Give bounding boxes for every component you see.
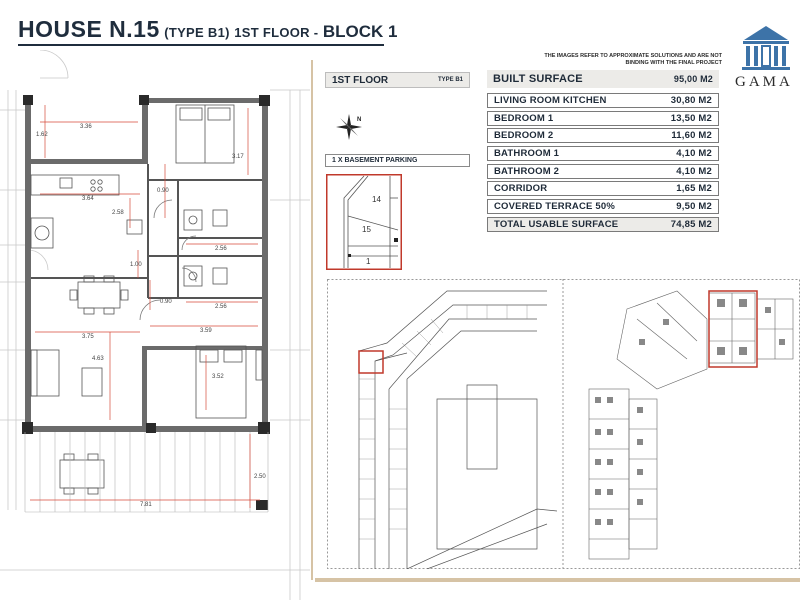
room-label: BATHROOM 2: [494, 165, 560, 177]
key-plan-detail: 14 15 1: [326, 174, 402, 270]
room-label: BATHROOM 1: [494, 148, 560, 160]
room-label: CORRIDOR: [494, 183, 548, 195]
room-value: 4,10 M2: [676, 148, 712, 160]
dim-label: 3.59: [200, 328, 212, 334]
dim-label: 2.58: [112, 210, 124, 216]
dim-label: 1.00: [130, 262, 142, 268]
dim-label: 3.17: [232, 154, 244, 160]
dim-label: 0.90: [157, 188, 169, 194]
keyplan-number: 14: [372, 195, 381, 204]
temple-logo-icon: [742, 26, 790, 70]
room-value: 13,50 M2: [670, 112, 712, 124]
house-block: BLOCK 1: [322, 22, 398, 41]
room-value: 9,50 M2: [676, 201, 712, 213]
site-plans: [327, 279, 800, 569]
dim-label: 3.52: [212, 374, 224, 380]
compass-north: N: [357, 117, 361, 123]
surface-row: BEDROOM 1 13,50 M2: [487, 110, 719, 126]
dim-label: 3.75: [82, 334, 94, 340]
floor-plan: 3.36 1.62 3.17 0.90 3.64 2.58 2.56 1.00 …: [0, 50, 310, 600]
dim-label: 1.62: [36, 132, 48, 138]
surface-row: CORRIDOR 1,65 M2: [487, 181, 719, 197]
room-value: 4,10 M2: [676, 165, 712, 177]
dim-label: 2.56: [215, 304, 227, 310]
surface-row: BATHROOM 2 4,10 M2: [487, 163, 719, 179]
keyplan-number: 15: [362, 225, 371, 234]
logo-text: GAMA: [735, 74, 793, 90]
page-title: HOUSE N.15 (TYPE B1) 1ST FLOOR - BLOCK 1: [18, 16, 398, 43]
room-value: 11,60 M2: [671, 130, 712, 142]
dim-label: 3.36: [80, 124, 92, 130]
room-label: COVERED TERRACE 50%: [494, 201, 615, 213]
dim-label: 3.64: [82, 196, 94, 202]
keyplan-number: 1: [366, 257, 371, 266]
room-value: 30,80 M2: [670, 95, 712, 106]
bottom-accent-bar: [315, 578, 800, 582]
room-label: LIVING ROOM KITCHEN: [494, 95, 607, 106]
compass-icon: N: [336, 114, 362, 140]
title-underline: [18, 44, 384, 46]
disclaimer-line-1: THE IMAGES REFER TO APPROXIMATE SOLUTION…: [544, 53, 722, 59]
room-label: BEDROOM 2: [494, 130, 554, 142]
surface-row: BEDROOM 2 11,60 M2: [487, 128, 719, 144]
room-value: 1,65 M2: [676, 183, 712, 195]
disclaimer-line-2: BINDING WITH THE FINAL PROJECT: [625, 60, 722, 66]
built-surface-row: BUILT SURFACE 95,00 M2: [487, 70, 719, 88]
dim-label: 2.56: [215, 246, 227, 252]
total-surface-value: 74,85 M2: [670, 218, 712, 230]
house-floor: 1ST FLOOR -: [234, 25, 319, 40]
surface-table: BUILT SURFACE 95,00 M2 LIVING ROOM KITCH…: [487, 70, 719, 235]
built-surface-label: BUILT SURFACE: [493, 73, 583, 85]
disclaimer: THE IMAGES REFER TO APPROXIMATE SOLUTION…: [512, 53, 722, 67]
surface-row: COVERED TERRACE 50% 9,50 M2: [487, 199, 719, 215]
floor-label: 1ST FLOOR: [332, 74, 389, 86]
total-surface-row: TOTAL USABLE SURFACE 74,85 M2: [487, 216, 719, 232]
dim-label: 0.90: [160, 299, 172, 305]
parking-label: 1 X BASEMENT PARKING: [325, 154, 470, 167]
house-title: HOUSE N.15: [18, 16, 160, 42]
room-label: BEDROOM 1: [494, 112, 554, 124]
type-label: TYPE B1: [437, 77, 463, 83]
panel-divider: [311, 60, 313, 580]
floor-label-bar: 1ST FLOOR TYPE B1: [325, 72, 470, 88]
dim-label: 2.50: [254, 474, 266, 480]
dim-label: 4.63: [92, 356, 104, 362]
built-surface-value: 95,00 M2: [673, 74, 713, 84]
total-surface-label: TOTAL USABLE SURFACE: [494, 218, 619, 230]
surface-row: LIVING ROOM KITCHEN 30,80 M2: [487, 93, 719, 108]
house-type: (TYPE B1): [164, 25, 230, 40]
dim-label: 7.81: [140, 502, 152, 508]
surface-row: BATHROOM 1 4,10 M2: [487, 146, 719, 162]
